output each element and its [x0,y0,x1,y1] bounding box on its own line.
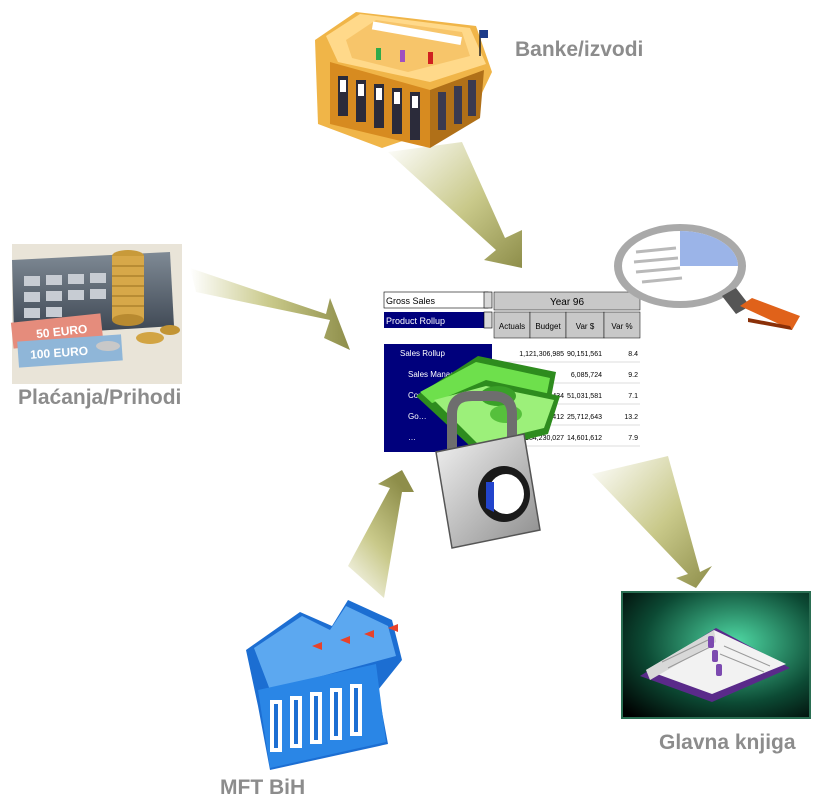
sheet-row-label: Go… [408,412,427,421]
sheet-cell: 25,712,643 [567,414,602,421]
sheet-row-label: Sales Rollup [400,349,445,358]
sheet-cell: 184,230,027 [525,435,564,442]
arrow-center-to-ledger [592,456,712,588]
sheet-column-header: Actuals [499,322,525,331]
sheet-column-header: Budget [535,322,561,331]
sheet-column-header: Var % [611,322,632,331]
sheet-cell: 1,121,306,985 [519,351,564,358]
svg-text:100 EURO: 100 EURO [30,344,89,362]
sheet-cell: 13.2 [624,414,638,421]
label-banks: Banke/izvodi [515,38,644,61]
arrow-ministry-to-center [348,470,414,598]
sheet-cell: 6,085,724 [571,372,602,379]
arrow-banks-to-center [388,142,522,268]
magnifier-icon [614,224,800,330]
sheet-cell: 9.2 [628,372,638,379]
bank-building-icon [315,12,492,148]
arrow-payments-to-center [190,268,350,350]
sheet-row-label: … [408,433,416,442]
sheet-selector-dimension: Product Rollup [386,316,445,326]
sheet-cell: 51,031,581 [567,393,602,400]
sheet-cell: 8.4 [628,351,638,358]
label-payments: Plaćanja/Prihodi [18,386,182,409]
sheet-cell: 7.9 [628,435,638,442]
blue-government-building-icon [246,600,402,770]
sheet-row-label: Sales Management [408,370,478,379]
sheet-year-header: Year 96 [550,297,585,308]
sheet-cell: 90,151,561 [567,351,602,358]
label-ledger: Glavna knjiga [659,731,796,754]
ledger-book-icon [621,591,811,719]
calculator-money-icon: 50 EURO 100 EURO [10,244,182,384]
sheet-column-header: Var $ [576,322,595,331]
money-padlock-icon [416,356,560,549]
svg-text:50 EURO: 50 EURO [35,322,88,341]
sheet-cell: 14,601,612 [567,435,602,442]
label-ministry: MFT BiH [220,776,306,799]
sheet-cell: 7.1 [628,393,638,400]
sheet-selector-measure: Gross Sales [386,296,436,306]
